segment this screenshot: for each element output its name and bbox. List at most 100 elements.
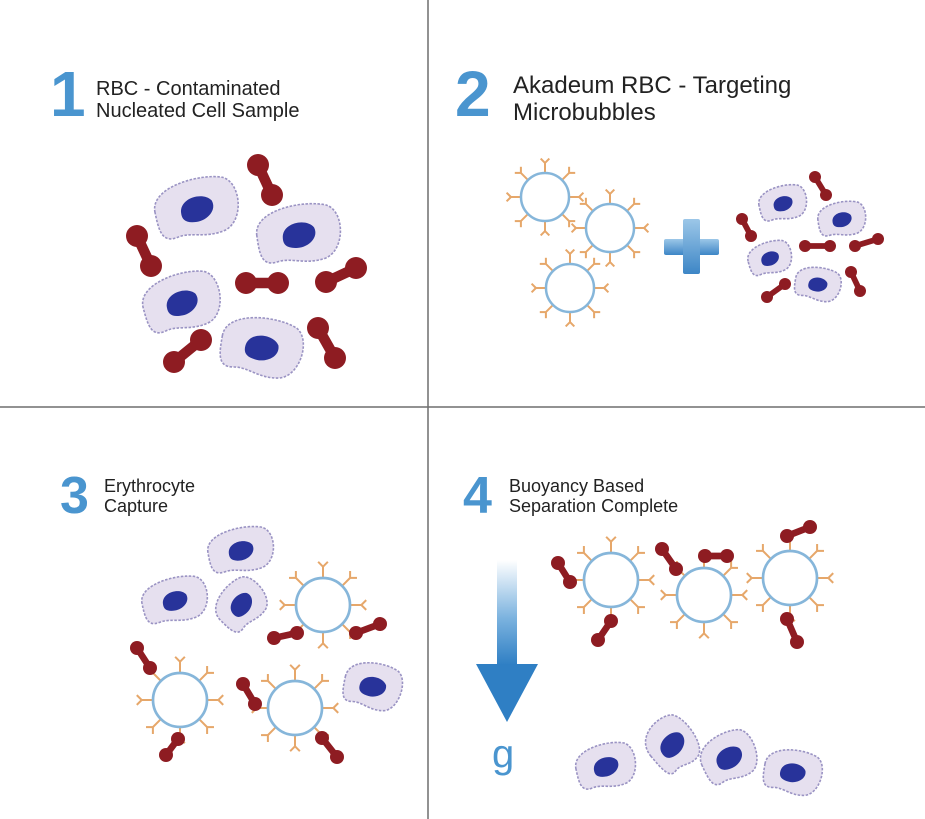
- rbc-disc: [698, 549, 712, 563]
- cell-nucleus: [228, 541, 254, 561]
- nucleated-cell: [141, 270, 221, 334]
- antibody-icon: [626, 197, 641, 212]
- red-blood-cell: [845, 266, 866, 297]
- antibody-icon: [514, 166, 529, 181]
- bubble-shell: [544, 262, 596, 314]
- rbc-disc: [761, 291, 773, 303]
- cell-nucleus: [761, 251, 779, 267]
- cell-nucleus: [181, 196, 214, 223]
- rbc-disc: [373, 617, 387, 631]
- rbc-disc: [171, 732, 185, 746]
- antibody-icon: [505, 191, 521, 203]
- antibody-icon: [514, 213, 529, 228]
- nucleated-cell: [575, 741, 637, 790]
- antibody-icon: [136, 694, 153, 706]
- antibody-icon: [577, 598, 593, 614]
- antibody-icon: [604, 252, 616, 268]
- panel-3-title-line-1: Erythrocyte: [104, 476, 196, 496]
- red-blood-cell: [247, 154, 283, 206]
- antibody-icon: [350, 599, 367, 611]
- red-blood-cell: [799, 240, 836, 252]
- rbc-disc: [669, 562, 683, 576]
- antibody-icon: [722, 561, 738, 577]
- antibody-icon: [579, 244, 594, 259]
- antibody-icon: [756, 544, 772, 560]
- antibody-icon: [198, 666, 214, 682]
- rbc-disc: [190, 329, 212, 351]
- rbc-disc: [745, 230, 757, 242]
- antibody-icon: [586, 257, 601, 272]
- antibody-icon: [313, 674, 329, 690]
- rbc-disc: [247, 154, 269, 176]
- antibody-icon: [638, 574, 655, 586]
- rbc-disc: [824, 240, 836, 252]
- antibody-icon: [198, 718, 214, 734]
- antibody-icon: [279, 599, 296, 611]
- red-blood-cell: [315, 257, 367, 293]
- antibody-icon: [561, 166, 576, 181]
- cell-nucleus: [282, 222, 316, 248]
- red-blood-cell: [809, 171, 832, 201]
- antibody-icon: [207, 694, 224, 706]
- nucleated-cell: [141, 575, 209, 625]
- antibody-icon: [146, 718, 162, 734]
- gravity-label: g: [492, 732, 515, 776]
- antibody-icon: [579, 197, 594, 212]
- red-blood-cell: [761, 278, 791, 303]
- cell-nucleus: [166, 290, 198, 317]
- nucleated-cell: [644, 714, 701, 775]
- rbc-disc: [235, 272, 257, 294]
- panel-1-title-line-1: RBC - Contaminated: [96, 78, 281, 100]
- bubble-shell: [519, 171, 571, 223]
- nucleated-cell: [758, 183, 808, 222]
- antibody-icon: [564, 248, 576, 264]
- cell-nucleus: [832, 212, 852, 228]
- rbc-disc: [604, 614, 618, 628]
- microbubble: [746, 534, 834, 622]
- antibody-icon: [577, 546, 593, 562]
- bubble-shell: [675, 566, 733, 624]
- antibody-icon: [629, 546, 645, 562]
- antibody-icon: [731, 589, 748, 601]
- nucleated-cell: [154, 175, 239, 240]
- antibody-icon: [594, 282, 610, 294]
- nucleated-cell: [214, 576, 268, 633]
- rbc-disc: [315, 271, 337, 293]
- nucleated-cell: [762, 749, 823, 797]
- rbc-disc: [809, 171, 821, 183]
- gravity-arrow-icon: [476, 560, 538, 722]
- antibody-icon: [660, 589, 677, 601]
- rbc-disc: [324, 347, 346, 369]
- antibody-icon: [261, 674, 277, 690]
- rbc-disc: [563, 575, 577, 589]
- rbc-disc: [330, 750, 344, 764]
- rbc-disc: [345, 257, 367, 279]
- red-blood-cell: [780, 612, 804, 649]
- rbc-disc: [872, 233, 884, 245]
- bubble-shell: [582, 551, 640, 609]
- red-blood-cell: [126, 225, 162, 277]
- rbc-disc: [845, 266, 857, 278]
- red-blood-cell: [551, 556, 577, 589]
- cell-nucleus: [779, 763, 806, 783]
- nucleated-cell: [207, 525, 275, 574]
- red-blood-cell: [130, 641, 157, 675]
- antibody-icon: [670, 613, 686, 629]
- red-blood-cell: [655, 542, 683, 576]
- antibody-icon: [570, 222, 586, 234]
- antibody-icon: [808, 596, 824, 612]
- panel-2-title: Akadeum RBC - Targeting Microbubbles: [513, 72, 791, 127]
- antibody-icon: [322, 702, 339, 714]
- panel-2-number: 2: [455, 58, 491, 130]
- antibody-icon: [746, 572, 763, 584]
- red-blood-cell: [349, 617, 387, 640]
- red-blood-cell: [849, 233, 884, 252]
- rbc-disc: [820, 189, 832, 201]
- nucleated-cell: [747, 239, 793, 277]
- rbc-disc: [236, 677, 250, 691]
- red-blood-cell: [698, 549, 734, 563]
- cell-nucleus: [244, 335, 279, 361]
- red-blood-cell: [780, 520, 817, 543]
- cell-nucleus: [773, 196, 793, 212]
